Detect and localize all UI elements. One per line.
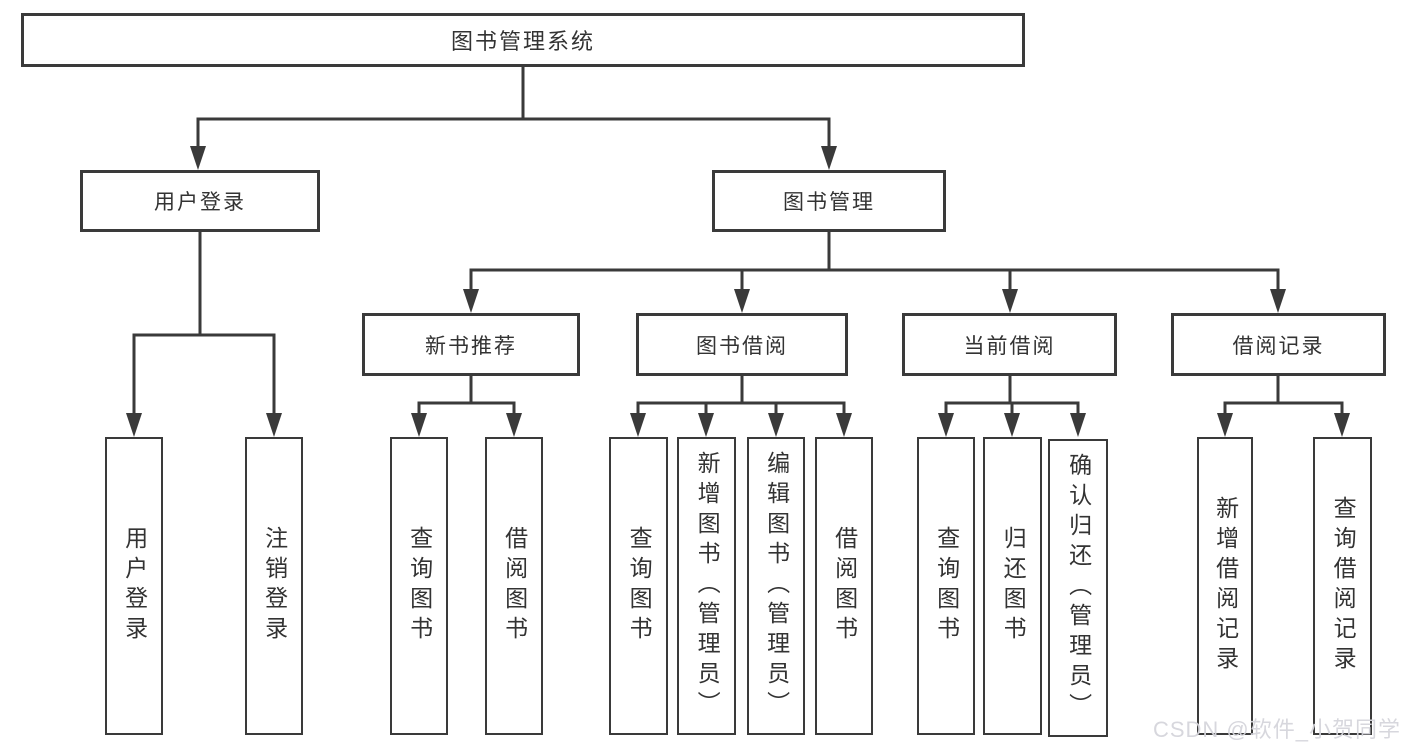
- node-book-borrow-label: 图书借阅: [696, 334, 788, 358]
- node-current-borrow: 当前借阅: [902, 313, 1117, 376]
- leaf-nbr-query-book-label: 查询图书: [406, 526, 433, 646]
- node-borrow-record-label: 借阅记录: [1232, 334, 1325, 358]
- leaf-bb-borrow-book: 借阅图书: [815, 437, 873, 735]
- leaf-cb-return-book-label: 归还图书: [1000, 526, 1027, 646]
- leaf-cb-confirm-return-label: 确认归还（管理员）: [1065, 453, 1092, 723]
- leaf-bb-add-book-label: 新增图书（管理员）: [694, 451, 721, 721]
- leaf-br-add-record: 新增借阅记录: [1197, 437, 1253, 735]
- leaf-cb-query-book-label: 查询图书: [933, 526, 960, 646]
- leaf-bb-edit-book: 编辑图书（管理员）: [747, 437, 805, 735]
- leaf-br-add-record-label: 新增借阅记录: [1212, 496, 1239, 676]
- node-user-login-label: 用户登录: [154, 191, 246, 214]
- leaf-logout-label: 注销登录: [261, 526, 288, 646]
- leaf-bb-query-book: 查询图书: [609, 437, 668, 735]
- leaf-nbr-query-book: 查询图书: [390, 437, 448, 735]
- node-current-borrow-label: 当前借阅: [963, 334, 1056, 358]
- node-borrow-record: 借阅记录: [1171, 313, 1386, 376]
- leaf-user-login-label: 用户登录: [121, 526, 148, 646]
- node-root: 图书管理系统: [21, 13, 1025, 67]
- leaf-bb-query-book-label: 查询图书: [626, 526, 653, 646]
- node-book-management: 图书管理: [712, 170, 946, 232]
- leaf-user-login: 用户登录: [105, 437, 163, 735]
- leaf-br-query-record-label: 查询借阅记录: [1330, 496, 1357, 676]
- node-new-book-recommend: 新书推荐: [362, 313, 580, 376]
- leaf-br-query-record: 查询借阅记录: [1313, 437, 1372, 735]
- leaf-bb-borrow-book-label: 借阅图书: [831, 526, 858, 646]
- node-new-book-recommend-label: 新书推荐: [425, 334, 517, 358]
- node-root-label: 图书管理系统: [450, 29, 595, 54]
- leaf-bb-add-book: 新增图书（管理员）: [677, 437, 736, 735]
- leaf-logout: 注销登录: [245, 437, 303, 735]
- leaf-cb-return-book: 归还图书: [983, 437, 1042, 735]
- csdn-watermark: CSDN @软件_小贺同学: [1152, 717, 1401, 742]
- leaf-cb-confirm-return: 确认归还（管理员）: [1048, 439, 1108, 737]
- leaf-cb-query-book: 查询图书: [917, 437, 975, 735]
- leaf-nbr-borrow-book-label: 借阅图书: [501, 526, 528, 646]
- node-book-management-label: 图书管理: [783, 191, 875, 214]
- node-user-login: 用户登录: [80, 170, 320, 232]
- node-book-borrow: 图书借阅: [636, 313, 848, 376]
- leaf-bb-edit-book-label: 编辑图书（管理员）: [763, 451, 790, 721]
- leaf-nbr-borrow-book: 借阅图书: [485, 437, 543, 735]
